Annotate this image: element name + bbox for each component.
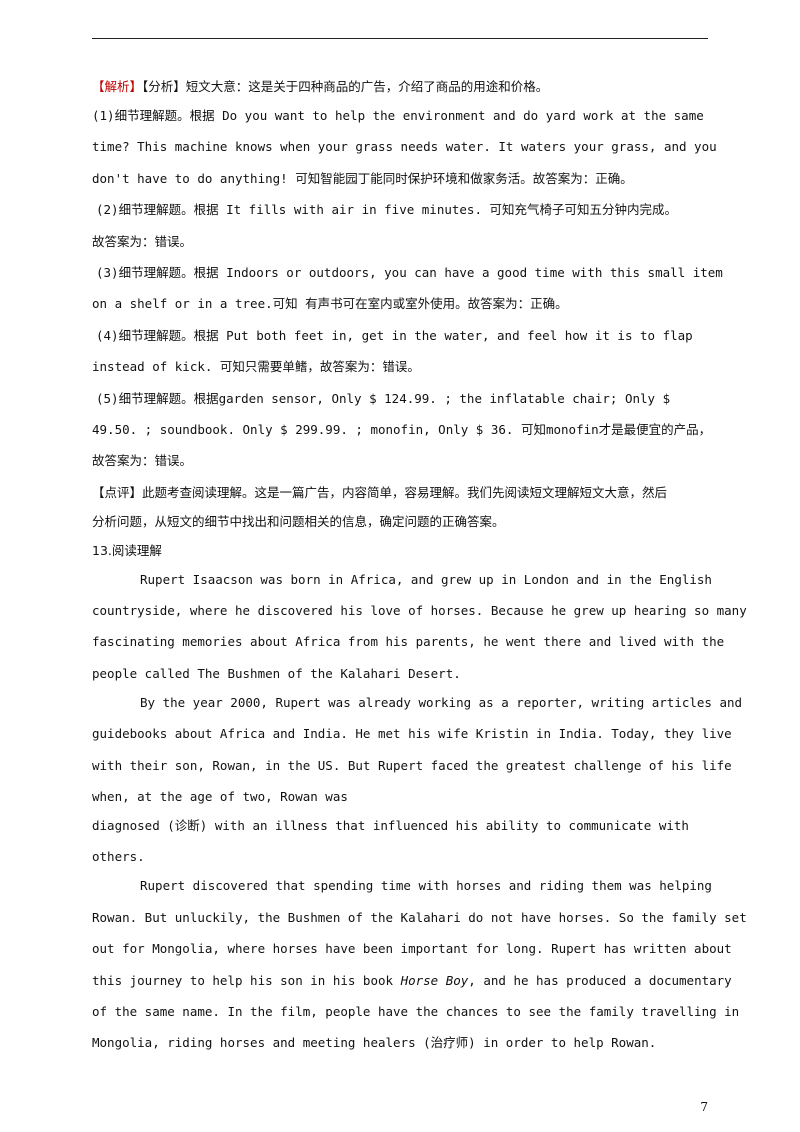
q2-line-1: (2)细节理解题。根据 It fills with air in five mi…	[96, 202, 678, 218]
passage-p2-line-1: By the year 2000, Rupert was already wor…	[140, 694, 743, 710]
passage-p3-line-2: Rowan. But unluckily, the Bushmen of the…	[92, 909, 747, 925]
q2-line-2: 故答案为：错误。	[92, 233, 193, 249]
q1-line-3: don't have to do anything! 可知智能园丁能同时保护环境…	[92, 170, 633, 186]
passage-p2-line-3: with their son, Rowan, in the US. But Ru…	[92, 757, 732, 773]
passage-p2-line-5: diagnosed (诊断) with an illness that infl…	[92, 818, 689, 834]
jiexi-tag: 【解析】	[92, 79, 143, 94]
q3-line-2: on a shelf or in a tree.可知 有声书可在室内或室外使用。…	[92, 296, 568, 312]
q1-line-2: time? This machine knows when your grass…	[92, 139, 717, 155]
page-content: 【解析】【分析】短文大意：这是关于四种商品的广告，介绍了商品的用途和价格。 (1…	[92, 76, 747, 1064]
page-number: 7	[700, 1100, 708, 1114]
q4-line-1: (4)细节理解题。根据 Put both feet in, get in the…	[96, 327, 693, 343]
passage-p1-line-1: Rupert Isaacson was born in Africa, and …	[140, 571, 712, 587]
q5-line-1: (5)细节理解题。根据garden sensor, Only $ 124.99.…	[96, 390, 671, 406]
comment-line-1: 【点评】此题考查阅读理解。这是一篇广告，内容简单，容易理解。我们先阅读短文理解短…	[92, 484, 668, 500]
comment-tag: 【点评】	[92, 484, 143, 500]
book-title: Horse Boy	[400, 972, 469, 988]
header-rule	[92, 38, 708, 39]
passage-p3-line-5: of the same name. In the film, people ha…	[92, 1003, 740, 1019]
analysis-intro: 【解析】【分析】短文大意：这是关于四种商品的广告，介绍了商品的用途和价格。	[92, 79, 549, 94]
passage-p3-line-3: out for Mongolia, where horses have been…	[92, 941, 732, 957]
passage-p2-line-4: when, at the age of two, Rowan was	[92, 789, 348, 805]
passage-p1-line-3: fascinating memories about Africa from h…	[92, 634, 725, 650]
q5-line-3: 故答案为：错误。	[92, 453, 193, 469]
q4-line-2: instead of kick. 可知只需要单鳍，故答案为：错误。	[92, 359, 420, 375]
q3-line-1: (3)细节理解题。根据 Indoors or outdoors, you can…	[96, 264, 723, 280]
passage-p2-line-6: others.	[92, 849, 145, 865]
passage-p1-line-2: countryside, where he discovered his lov…	[92, 603, 747, 619]
section-heading: 13.阅读理解	[92, 542, 162, 558]
passage-p3-line-4: this journey to help his son in his book…	[92, 972, 732, 988]
q1-line-1: (1)细节理解题。根据 Do you want to help the envi…	[92, 108, 704, 123]
passage-p1-line-4: people called The Bushmen of the Kalahar…	[92, 665, 461, 681]
passage-p3-line-6: Mongolia, riding horses and meeting heal…	[92, 1035, 657, 1051]
passage-p3-line-1: Rupert discovered that spending time wit…	[140, 878, 712, 894]
q5-line-2: 49.50. ; soundbook. Only $ 299.99. ; mon…	[92, 421, 712, 437]
comment-line-2: 分析问题，从短文的细节中找出和问题相关的信息，确定问题的正确答案。	[92, 513, 505, 529]
passage-p2-line-2: guidebooks about Africa and India. He me…	[92, 726, 732, 742]
